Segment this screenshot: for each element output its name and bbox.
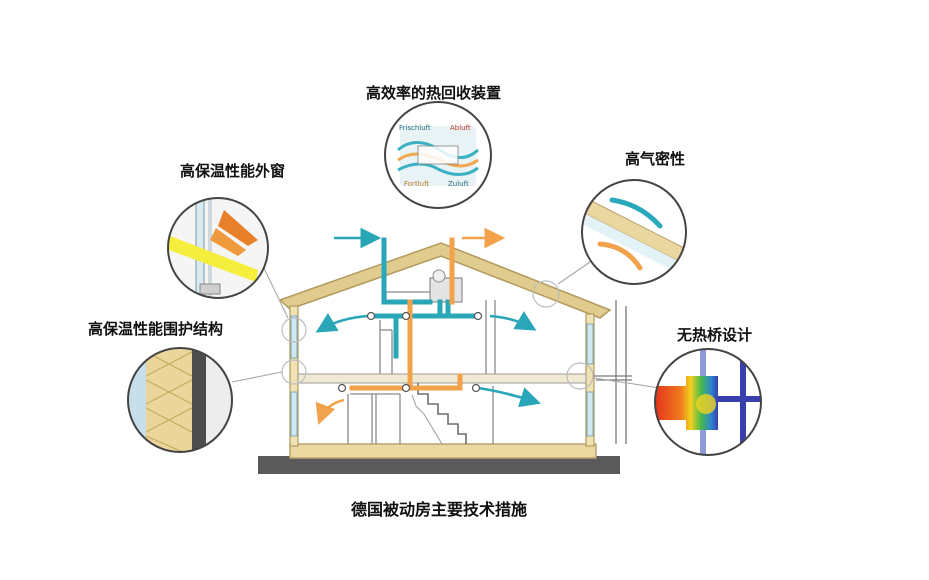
floor-slab <box>297 373 587 384</box>
airtightness-callout <box>581 179 687 285</box>
thermal-bridge-callout <box>654 348 762 456</box>
ground-slab <box>258 456 620 474</box>
fortluft-label: Fortluft <box>404 180 429 188</box>
house <box>258 242 632 474</box>
staircase <box>417 383 467 444</box>
air-vents <box>337 311 483 393</box>
left-window-lower <box>290 391 298 437</box>
frischluft-label: Frischluft <box>399 124 431 132</box>
left-window-upper <box>290 315 298 359</box>
envelope-callout <box>127 347 233 453</box>
supply-air-ducts <box>369 237 481 359</box>
balcony <box>594 300 632 444</box>
supply-air-arrows <box>315 227 541 408</box>
abluft-label: Abluft <box>450 124 471 132</box>
exhaust-air-arrows <box>315 227 506 425</box>
airtightness-label: 高气密性 <box>625 150 686 168</box>
foundation <box>289 443 597 459</box>
detail-markers <box>281 280 594 390</box>
thermal-bridge-label: 无热桥设计 <box>677 326 753 344</box>
heat-recovery-callout: Frischluft Abluft Fortluft Zuluft <box>384 101 492 209</box>
diagram-caption: 德国被动房主要技术措施 <box>351 500 528 519</box>
right-window-upper <box>586 323 594 365</box>
window-callout <box>167 197 269 299</box>
leader-lines <box>231 255 661 389</box>
windows-label: 高保温性能外窗 <box>180 162 286 180</box>
heat-recovery-label: 高效率的热回收装置 <box>366 84 502 102</box>
right-window-lower <box>586 391 594 437</box>
ventilation-unit <box>429 277 463 303</box>
envelope-label: 高保温性能围护结构 <box>88 320 224 338</box>
zuluft-label: Zuluft <box>448 180 469 188</box>
